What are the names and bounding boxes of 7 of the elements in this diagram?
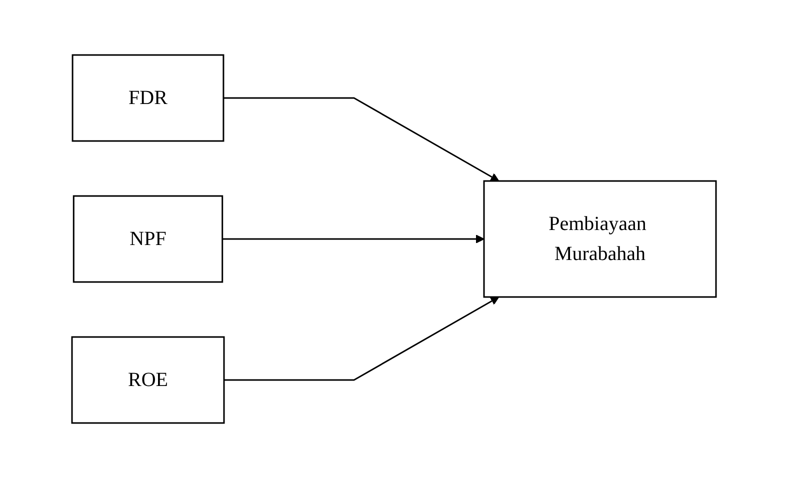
arrow [222,234,484,244]
node-box: FDR [71,54,224,142]
arrow [224,296,499,381]
node-box: Pembiayaan Murabahah [482,180,716,298]
node-box: NPF [72,195,223,283]
node-box: ROE [70,336,224,424]
arrow [222,97,499,182]
